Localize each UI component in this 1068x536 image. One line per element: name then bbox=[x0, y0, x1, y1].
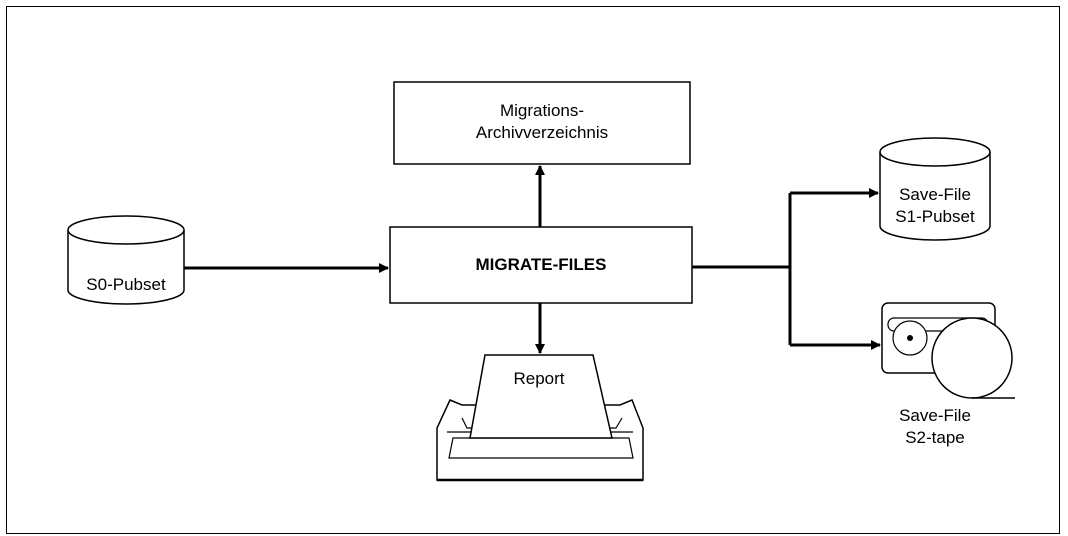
archive-label-line2: Archivverzeichnis bbox=[475, 123, 609, 142]
s2-label-line1: Save-File bbox=[899, 406, 971, 425]
s0-pubset-label: S0-Pubset bbox=[86, 275, 166, 294]
s1-label-line1: Save-File bbox=[899, 185, 971, 204]
tape-cassette-icon bbox=[881, 302, 1015, 399]
s2-tape-label: Save-File S2-tape bbox=[880, 405, 990, 449]
archive-label-line1: Migrations- bbox=[499, 101, 585, 120]
diagram-frame bbox=[6, 6, 1060, 534]
s0-pubset-cylinder-icon bbox=[67, 215, 185, 305]
s1-label-line2: S1-Pubset bbox=[895, 207, 975, 226]
report-label: Report bbox=[513, 369, 565, 388]
migrate-files-box bbox=[389, 226, 693, 304]
report-sheet bbox=[469, 354, 613, 439]
branch-connector bbox=[692, 193, 792, 345]
archive-directory-box bbox=[393, 81, 691, 165]
archive-directory-label: Migrations- Archivverzeichnis bbox=[394, 100, 690, 144]
s2-label-line2: S2-tape bbox=[905, 428, 965, 447]
s1-pubset-label: Save-File S1-Pubset bbox=[880, 184, 990, 228]
s1-pubset-cylinder-icon bbox=[879, 137, 991, 241]
migrate-files-label: MIGRATE-FILES bbox=[475, 255, 607, 274]
